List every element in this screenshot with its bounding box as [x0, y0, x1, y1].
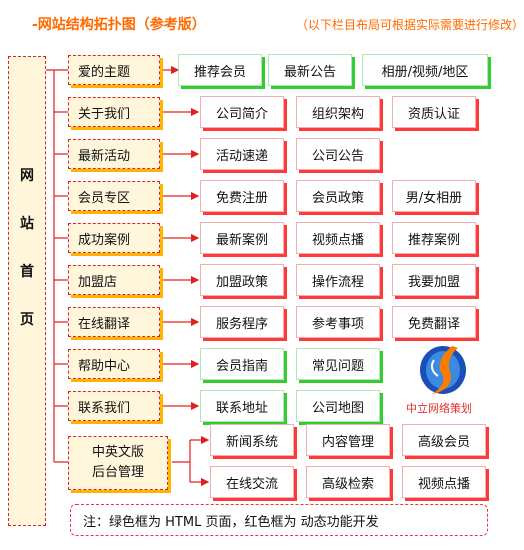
category-help-center[interactable]: 帮助中心	[68, 349, 160, 379]
page-member-policy[interactable]: 会员政策	[296, 180, 380, 212]
page-organization[interactable]: 组织架构	[296, 96, 380, 128]
page-video-on-demand[interactable]: 视频点播	[296, 222, 380, 254]
backend-premium-members[interactable]: 高级会员	[402, 424, 486, 456]
page-company-intro[interactable]: 公司简介	[200, 96, 284, 128]
page-franchise-policy[interactable]: 加盟政策	[200, 264, 284, 296]
backend-label-line2: 后台管理	[91, 465, 144, 480]
category-label: 联系我们	[78, 400, 131, 416]
category-contact-us[interactable]: 联系我们	[68, 391, 160, 421]
company-logo-text: 中立网络策划	[406, 402, 472, 415]
category-about-us[interactable]: 关于我们	[68, 97, 160, 127]
backend-content-management[interactable]: 内容管理	[306, 424, 390, 456]
page-qualification[interactable]: 资质认证	[392, 96, 476, 128]
page-latest-cases[interactable]: 最新案例	[200, 222, 284, 254]
backend-online-chat[interactable]: 在线交流	[210, 466, 294, 498]
page-latest-notice[interactable]: 最新公告	[268, 54, 352, 86]
page-contact-address[interactable]: 联系地址	[200, 390, 284, 422]
legend-footnote: 注：绿色框为 HTML 页面，红色框为 动态功能开发	[70, 504, 488, 536]
category-success-cases[interactable]: 成功案例	[68, 223, 160, 253]
backend-label-line1: 中英文版	[91, 445, 144, 460]
category-label: 在线翻译	[78, 316, 131, 332]
category-member-zone[interactable]: 会员专区	[68, 181, 160, 211]
category-online-translation[interactable]: 在线翻译	[68, 307, 160, 337]
page-company-notice[interactable]: 公司公告	[296, 138, 380, 170]
category-franchise[interactable]: 加盟店	[68, 265, 160, 295]
category-label: 会员专区	[78, 190, 131, 206]
page-album-video-region[interactable]: 相册/视频/地区	[362, 54, 488, 86]
home-label-char: 首	[20, 264, 34, 280]
page-gender-album[interactable]: 男/女相册	[392, 180, 476, 212]
page-reference-notes[interactable]: 参考事项	[296, 306, 380, 338]
backend-news-system[interactable]: 新闻系统	[210, 424, 294, 456]
page-faq[interactable]: 常见问题	[296, 348, 380, 380]
page-title: -网站结构拓扑图（参考版）	[32, 17, 206, 33]
page-free-translation[interactable]: 免费翻译	[392, 306, 476, 338]
category-label: 加盟店	[78, 274, 118, 290]
category-label: 爱的主题	[78, 64, 131, 80]
category-love-theme[interactable]: 爱的主题	[68, 55, 160, 85]
page-recommended-members[interactable]: 推荐会员	[178, 54, 262, 86]
page-recommended-cases[interactable]: 推荐案例	[392, 222, 476, 254]
backend-video-on-demand[interactable]: 视频点播	[402, 466, 486, 498]
home-label-char: 页	[20, 312, 34, 328]
page-operation-flow[interactable]: 操作流程	[296, 264, 380, 296]
backend-advanced-search[interactable]: 高级检索	[306, 466, 390, 498]
page-free-register[interactable]: 免费注册	[200, 180, 284, 212]
backend-management-box[interactable]: 中英文版 后台管理	[68, 436, 168, 490]
page-member-guide[interactable]: 会员指南	[200, 348, 284, 380]
layout-note: （以下栏目布局可根据实际需要进行修改）	[296, 18, 524, 32]
category-latest-events[interactable]: 最新活动	[68, 139, 160, 169]
home-page-box: 网 站 首 页	[8, 56, 46, 526]
page-company-map[interactable]: 公司地图	[296, 390, 380, 422]
company-logo-icon	[420, 346, 466, 394]
page-service-procedure[interactable]: 服务程序	[200, 306, 284, 338]
category-label: 成功案例	[78, 232, 131, 248]
home-label-char: 站	[20, 216, 34, 232]
page-event-express[interactable]: 活动速递	[200, 138, 284, 170]
legend-footnote-text: 注：绿色框为 HTML 页面，红色框为 动态功能开发	[83, 514, 379, 530]
category-label: 最新活动	[78, 148, 131, 164]
category-label: 关于我们	[78, 106, 131, 122]
page-join-franchise[interactable]: 我要加盟	[392, 264, 476, 296]
category-label: 帮助中心	[78, 358, 131, 374]
home-label-char: 网	[20, 168, 34, 184]
